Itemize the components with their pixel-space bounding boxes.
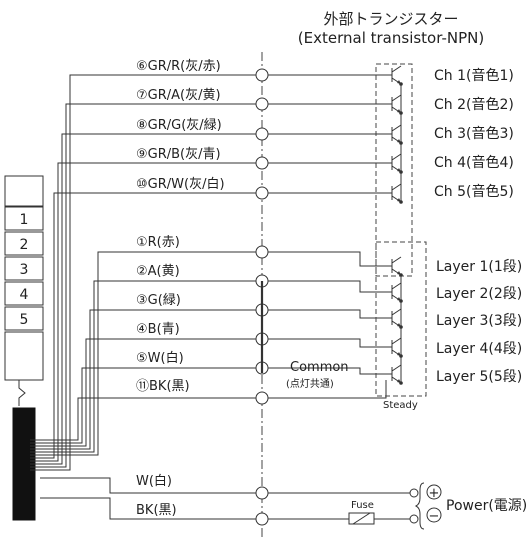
channel-label-4: Ch 4(音色4) (434, 154, 514, 171)
layer-label-3: Layer 3(3段) (436, 313, 522, 329)
power-wire-label-white: W(白) (136, 473, 172, 489)
tower-number-4: 4 (20, 287, 29, 303)
layer-label-1: Layer 1(1段) (436, 259, 522, 275)
minus-symbol: − (429, 509, 440, 524)
wire-5-right (268, 367, 386, 375)
wire-9-left (30, 162, 256, 462)
wire-label-5: ⑤W(白) (136, 350, 184, 366)
plus-symbol: + (429, 486, 440, 501)
channel-label-2: Ch 2(音色2) (434, 96, 514, 113)
power-brace (414, 482, 425, 530)
wire-label-9: ⑨GR/B(灰/青) (136, 147, 221, 162)
tower-tier-1: 1 (4, 206, 44, 231)
wire-9-terminal (255, 156, 269, 170)
wire-7-terminal (255, 97, 269, 111)
wire-5-left (30, 367, 256, 444)
wire-11-right (268, 380, 387, 399)
fuse-slash (352, 512, 371, 525)
wire-4-right (268, 338, 386, 348)
wire-label-7: ⑦GR/A(灰/黄) (136, 88, 221, 103)
wire-3-right (268, 309, 386, 319)
wire-label-3: ③G(緑) (136, 293, 181, 308)
diagram-title-jp: 外部トランジスター (323, 10, 458, 28)
wire-11-terminal (255, 391, 269, 405)
tower-tier-5: 5 (4, 306, 44, 331)
channel-label-5: Ch 5(音色5) (434, 183, 514, 200)
tower-cable-bundle (12, 407, 36, 521)
tower-number-5: 5 (20, 312, 29, 328)
wire-10-terminal (255, 186, 269, 200)
wire-6-left (30, 74, 256, 471)
wire-2-right (268, 280, 386, 293)
tower-number-2: 2 (20, 237, 29, 253)
power-wire-black-terminal (255, 512, 269, 526)
tower-tier-4: 4 (4, 281, 44, 306)
channel-transistor-box (375, 63, 413, 277)
channel-label-1: Ch 1(音色1) (434, 67, 514, 84)
power-label: Power(電源) (446, 498, 527, 514)
tower-tier-2: 2 (4, 231, 44, 256)
wire-1-right (268, 251, 386, 267)
power-wire-white-terminal (255, 486, 269, 500)
wire-7-left (30, 103, 256, 468)
wire-11-left (30, 397, 256, 441)
power-wire-white-left (40, 477, 256, 494)
tower-number-3: 3 (20, 262, 29, 278)
wire-1-terminal (255, 245, 269, 259)
tower-cap (4, 175, 44, 207)
wire-4-left (30, 338, 256, 447)
wire-8-left (30, 133, 256, 465)
wire-2-left (30, 280, 256, 453)
power-plus-sign (426, 484, 442, 500)
wire-label-1: ①R(赤) (136, 235, 180, 250)
tower-tier-3: 3 (4, 256, 44, 281)
wire-label-11: ⑪BK(黒) (136, 379, 190, 394)
transistor-array (386, 65, 403, 385)
wire-label-10: ⑩GR/W(灰/白) (136, 176, 225, 192)
tower-base (4, 331, 44, 381)
wire-label-2: ②A(黄) (136, 264, 180, 279)
channel-label-3: Ch 3(音色3) (434, 125, 514, 142)
signal-tower: 1 2 3 4 5 (4, 175, 44, 521)
wire-label-4: ④B(青) (136, 322, 180, 337)
common-label: Common (290, 360, 349, 375)
wire-6-terminal (255, 68, 269, 82)
steady-label: Steady (383, 400, 418, 411)
wire-10-left (30, 192, 256, 459)
power-minus-sign (426, 507, 442, 523)
fuse-label: Fuse (351, 500, 374, 511)
layer-label-2: Layer 2(2段) (436, 286, 522, 302)
signal-wires (30, 68, 410, 526)
power-plus-terminal (409, 488, 419, 498)
power-minus-terminal (409, 514, 419, 524)
wire-label-6: ⑥GR/R(灰/赤) (136, 59, 221, 74)
wire-label-8: ⑧GR/G(灰/緑) (136, 118, 222, 133)
wire-1-left (30, 251, 256, 456)
power-wire-label-black: BK(黒) (136, 503, 177, 518)
tower-number-1: 1 (20, 212, 29, 228)
layer-transistor-box (375, 241, 427, 397)
wire-3-left (30, 309, 256, 450)
layer-label-4: Layer 4(4段) (436, 341, 522, 357)
diagram-title-en: (External transistor-NPN) (298, 29, 484, 47)
tower-cable-hook (18, 380, 26, 406)
layer-label-5: Layer 5(5段) (436, 369, 522, 385)
wire-8-terminal (255, 127, 269, 141)
common-sub-label: (点灯共通) (286, 378, 334, 390)
power-wire-black-left (40, 497, 256, 520)
